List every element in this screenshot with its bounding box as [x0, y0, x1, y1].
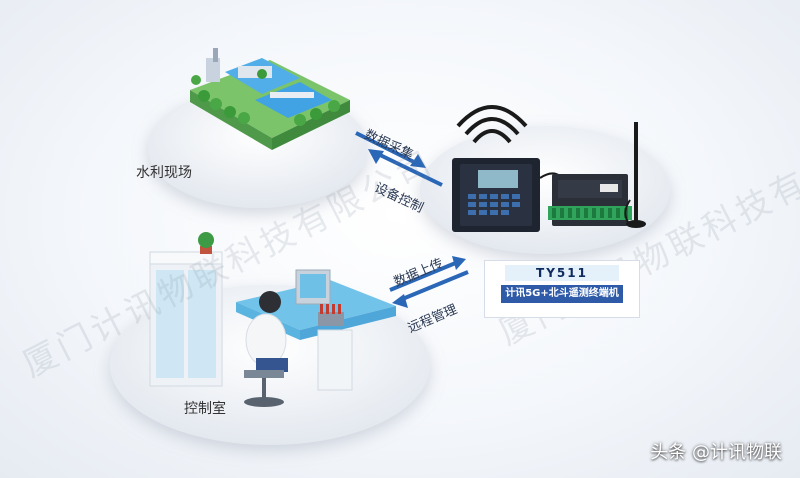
arrow-remote-management	[392, 270, 469, 308]
device-description: 计讯5G+北斗遥测终端机	[501, 285, 623, 303]
water-site-illustration	[190, 48, 350, 150]
device-model: TY511	[505, 265, 619, 281]
footer-credit: 头条 @计讯物联	[650, 442, 782, 463]
control-room-label: 控制室	[184, 401, 226, 417]
arrow-data-upload	[389, 256, 466, 292]
arrow-data-collection	[355, 131, 426, 168]
arrow-device-control	[368, 149, 443, 187]
control-room-illustration	[149, 232, 396, 407]
telemetry-device-illustration	[452, 105, 646, 232]
device-name-plate: TY511 计讯5G+北斗遥测终端机	[484, 260, 640, 318]
site-label: 水利现场	[136, 165, 192, 181]
